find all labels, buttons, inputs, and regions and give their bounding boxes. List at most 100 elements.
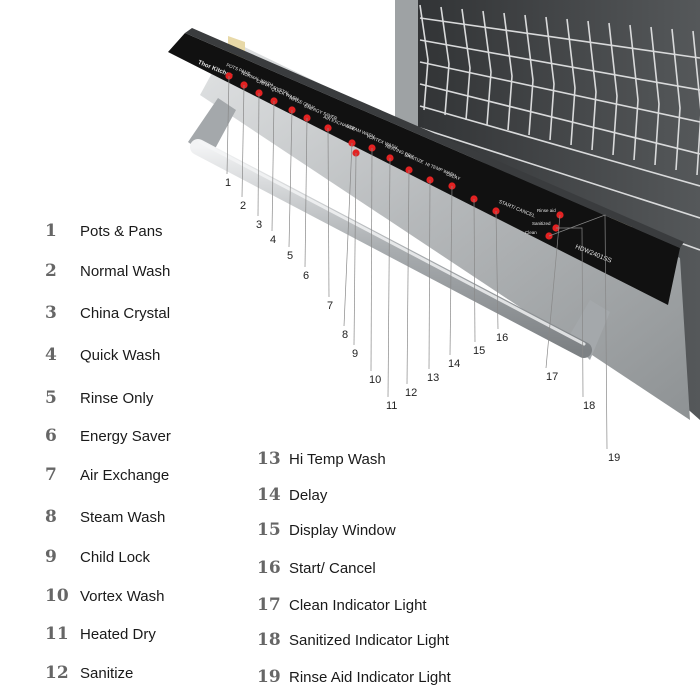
leader-lines [226, 75, 608, 450]
legend-label: Quick Wash [80, 347, 161, 364]
callout-number: 16 [496, 332, 508, 344]
legend-label: Display Window [289, 522, 396, 539]
handle-bar-shine [198, 140, 586, 346]
legend-label: Child Lock [80, 549, 151, 566]
leader-line [353, 152, 357, 346]
legend-label: Hi Temp Wash [289, 451, 386, 468]
legend-number: 1 [45, 221, 57, 241]
callout-number: 10 [369, 374, 381, 386]
door-handle [188, 98, 610, 360]
legend-number: 15 [257, 520, 281, 540]
leader-line [370, 147, 373, 372]
callout-number: 18 [583, 400, 595, 412]
leader-line [304, 117, 308, 268]
rack-wire [440, 6, 450, 116]
leader-line [241, 84, 245, 198]
legend-number: 19 [257, 667, 281, 687]
rack-rail [419, 83, 700, 155]
legend-number: 3 [45, 303, 57, 323]
indicator-light-label: Sanitized [532, 221, 551, 226]
rack-wire [503, 12, 513, 131]
indicator-light-label: Rinse aid [537, 208, 556, 213]
callout-number: 8 [342, 329, 348, 341]
legend-number: 2 [45, 261, 57, 281]
legend-number: 8 [45, 507, 57, 527]
legend-label: Steam Wash [80, 509, 166, 526]
leader-line [288, 109, 293, 248]
legend-number: 9 [45, 547, 57, 567]
leader-line [428, 179, 431, 370]
legend-label: Air Exchange [80, 467, 170, 484]
legend-label: Vortex Wash [80, 588, 165, 605]
rack-wire [524, 14, 534, 136]
legend-number: 16 [257, 558, 281, 578]
callout-number: 3 [256, 219, 262, 231]
rack-wire [587, 20, 597, 151]
callout-number: 4 [270, 234, 276, 246]
callout-number: 11 [386, 400, 397, 412]
rack-wire [545, 16, 555, 141]
callout-number: 1 [225, 177, 231, 189]
leader-line [495, 210, 499, 330]
callout-number: 12 [405, 387, 417, 399]
legend-label: Energy Saver [80, 428, 171, 445]
legend-label: Sanitize [80, 665, 134, 682]
leader-line [548, 214, 608, 450]
rack-rail [419, 39, 700, 91]
leader-line [556, 227, 584, 398]
legend-label: China Crystal [80, 305, 171, 322]
callout-number: 2 [240, 200, 246, 212]
legend-label: Delay [289, 487, 328, 504]
legend-number: 7 [45, 465, 57, 485]
legend-number: 11 [45, 624, 69, 644]
leader-line [473, 198, 476, 343]
control-panel-top-edge [185, 28, 684, 248]
rack-wire [482, 10, 492, 126]
leader-line [327, 127, 330, 298]
legend-label: Clean Indicator Light [289, 597, 427, 614]
legend-label: Rinse Aid Indicator Light [289, 669, 451, 686]
rack-wire [566, 18, 576, 146]
callout-number: 7 [327, 300, 333, 312]
door-panel [200, 40, 690, 420]
legend-number: 10 [45, 586, 69, 606]
leader-line [387, 157, 391, 398]
legend-label: Pots & Pans [80, 223, 163, 240]
legend-number: 13 [257, 449, 281, 469]
callout-number: 5 [287, 250, 293, 262]
indicator-dots [225, 72, 564, 240]
rack-wire [419, 4, 429, 111]
callout-number: 17 [546, 371, 558, 383]
leader-line [226, 75, 230, 175]
legend-number: 14 [257, 485, 281, 505]
leader-line [545, 214, 561, 369]
legend-label: Normal Wash [80, 263, 171, 280]
rack-rail [419, 105, 700, 187]
leader-line [343, 142, 353, 327]
rack-wire [608, 22, 618, 156]
rack-wire [671, 28, 681, 171]
callout-number: 19 [608, 452, 620, 464]
legend-label: Sanitized Indicator Light [289, 632, 450, 649]
leader-line [257, 92, 260, 217]
rack-rail [419, 127, 700, 219]
rack-wire [629, 24, 639, 161]
indicator-dot [324, 124, 332, 132]
callout-number: 6 [303, 270, 309, 282]
handle-bar [190, 139, 592, 358]
legend-label: Rinse Only [80, 390, 154, 407]
indicator-light-label: Clean [525, 230, 537, 235]
callout-number: 15 [473, 345, 485, 357]
legend-number: 18 [257, 630, 281, 650]
rack-rail [419, 17, 700, 59]
legend-number: 5 [45, 388, 57, 408]
callout-number: 14 [448, 358, 460, 370]
legend-label: Heated Dry [80, 626, 156, 643]
legend-label: Start/ Cancel [289, 560, 376, 577]
